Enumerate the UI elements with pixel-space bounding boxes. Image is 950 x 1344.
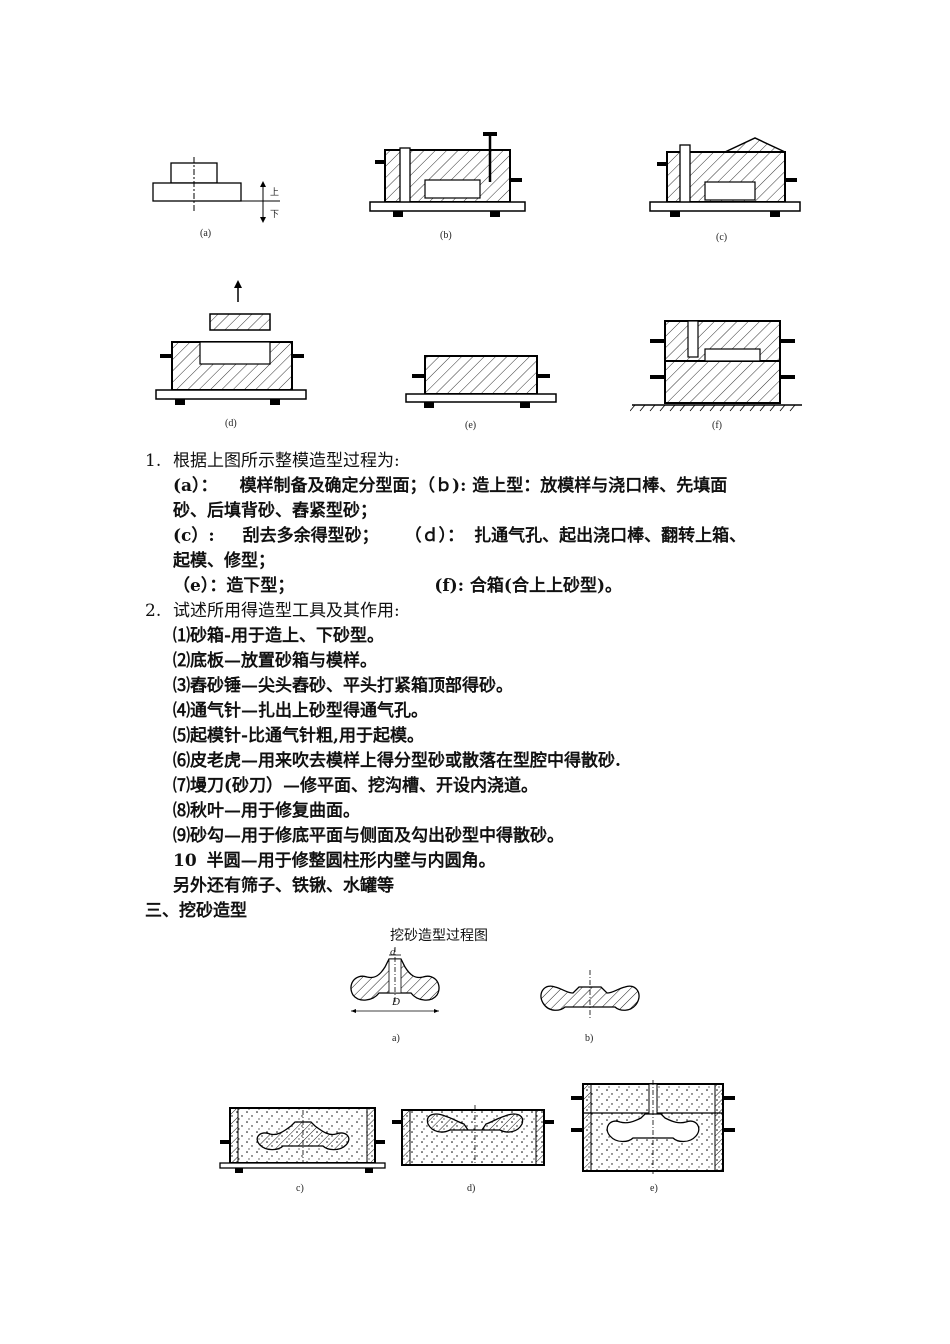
figure-dig-c-drag <box>219 1107 386 1173</box>
q2-item-10-number: 10 <box>173 851 197 871</box>
caption-dig-c: c) <box>296 1183 304 1194</box>
section-3-heading: 三、挖砂造型 <box>145 901 247 921</box>
q1-answer-d-cont: 起模、修型； <box>173 551 275 571</box>
q2-item-8: ⑻秋叶—用于修复曲面。 <box>173 801 360 821</box>
figure-a-pattern <box>152 157 280 223</box>
caption-dig-d: d) <box>467 1183 476 1194</box>
caption-dig-a: a) <box>392 1033 400 1044</box>
dim-d-label: d <box>390 946 396 958</box>
q1-a-label: (a）： <box>173 476 218 496</box>
q1-a-text: 模样制备及确定分型面；（ｂ): 造上型：放模样与浇口棒、先填面 <box>239 476 728 496</box>
caption-top-d: (d) <box>225 418 237 429</box>
q1-c-text: 刮去多余得型砂； <box>242 526 379 546</box>
figure-dig-a-casting-part <box>350 947 440 1013</box>
q1-question: 根据上图所示整模造型过程为: <box>173 451 400 471</box>
q1-answer-a: (a）： 模样制备及确定分型面；（ｂ): 造上型：放模样与浇口棒、先填面 <box>173 475 727 497</box>
caption-top-c: (c) <box>716 232 728 243</box>
caption-dig-e: e) <box>650 1183 658 1194</box>
dim-D-label: D <box>392 996 400 1008</box>
figure-b-ram-cope <box>369 132 526 217</box>
caption-top-a: (a) <box>200 228 212 239</box>
q1-number: 1. <box>145 451 162 471</box>
q2-item-2: ⑵底板—放置砂箱与模样。 <box>173 651 377 671</box>
q1-answer-c: (c）: 刮去多余得型砂； （ｄ）： 扎通气孔、起出浇口棒、翻转上箱、 <box>173 525 746 547</box>
q1-c-label: (c）: <box>173 526 215 546</box>
caption-top-e: (e) <box>465 420 477 431</box>
figure-e-drag-mold <box>405 355 557 408</box>
q2-item-6: ⑹皮老虎—用来吹去模样上得分型砂或散落在型腔中得散砂. <box>173 751 621 771</box>
q2-item-1: ⑴砂箱-用于造上、下砂型。 <box>173 626 385 646</box>
label-up: 上 <box>270 187 280 197</box>
q1-f-text: (f): 合箱(合上上砂型)。 <box>434 576 623 596</box>
q2-item-4: ⑷通气针—扎出上砂型得通气孔。 <box>173 701 428 721</box>
q2-question: 试述所用得造型工具及其作用: <box>173 601 400 621</box>
figure-title: 挖砂造型过程图 <box>390 928 488 944</box>
q2-item-10: 10 半圆—用于修整圆柱形内壁与内圆角。 <box>173 850 496 872</box>
q1-d-label: （ｄ）： <box>404 526 465 546</box>
figure-c-scrape-sand <box>649 137 801 217</box>
q2-extra: 另外还有筛子、铁锹、水罐等 <box>173 876 394 896</box>
q1-answer-a-cont: 砂、后填背砂、舂紧型砂； <box>173 501 377 521</box>
q2-item-7: ⑺墁刀(砂刀）—修平面、挖沟槽、开设内浇道。 <box>173 776 539 796</box>
figure-d-draw-pattern <box>155 280 307 405</box>
q2-item-3: ⑶舂砂锤—尖头舂砂、平头打紧箱顶部得砂。 <box>173 676 513 696</box>
figure-dig-d-dig-parting <box>392 1105 554 1166</box>
q2-item-5: ⑸起模针-比通气针粗,用于起模。 <box>173 726 424 746</box>
q1-answer-ef: （e）：造下型； (f): 合箱(合上上砂型)。 <box>173 575 622 597</box>
q2-item-10-text: 半圆—用于修整圆柱形内壁与内圆角。 <box>206 851 496 871</box>
q1-d-text: 扎通气孔、起出浇口棒、翻转上箱、 <box>474 526 747 546</box>
figure-dig-b-pattern <box>540 970 640 1020</box>
caption-dig-b: b) <box>585 1033 594 1044</box>
caption-top-b: (b) <box>440 230 452 241</box>
q2-number: 2. <box>145 601 162 621</box>
label-down: 下 <box>270 209 280 219</box>
q2-item-9: ⑼砂勾—用于修底平面与侧面及勾出砂型中得散砂。 <box>173 826 564 846</box>
caption-top-f: (f) <box>712 420 722 431</box>
q1-e-text: （e）：造下型； <box>173 576 295 596</box>
figure-dig-e-close-flask <box>571 1080 735 1174</box>
figure-f-close-flask <box>630 320 802 412</box>
